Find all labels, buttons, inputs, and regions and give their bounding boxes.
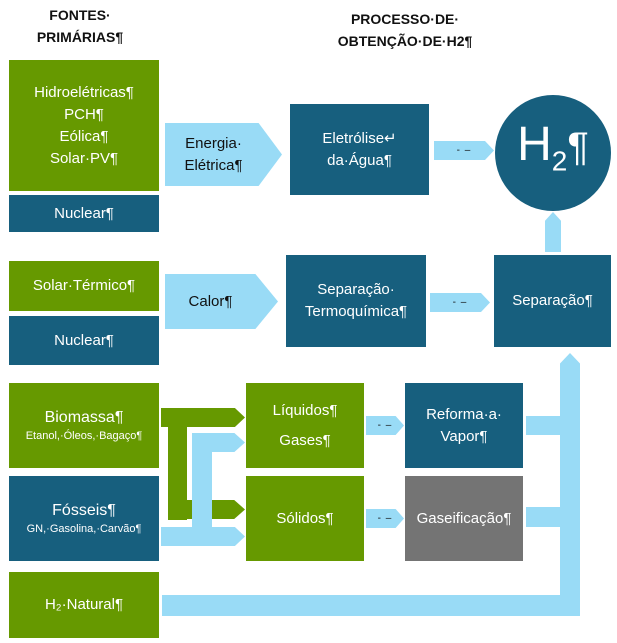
separation-box: Separação¶ bbox=[494, 255, 611, 347]
nuclear-label-1: Nuclear¶ bbox=[54, 204, 114, 222]
solids-to-gasification-arrow: - – bbox=[366, 509, 404, 528]
sources-header-line2: PRIMÁRIAS¶ bbox=[36, 29, 124, 45]
biomass-source-box: Biomassa¶ Etanol,·Óleos,·Bagaço¶ bbox=[9, 383, 159, 468]
biomass-connector-vertical bbox=[168, 408, 187, 520]
reforming-to-collector bbox=[526, 416, 566, 435]
h2-subscript: 2 bbox=[551, 145, 568, 177]
steam-reforming-label-1: Reforma·a· bbox=[426, 405, 502, 423]
arrow-mark: - – bbox=[377, 512, 393, 524]
arrow-mark: - – bbox=[456, 144, 472, 156]
fossil-subtitle: GN,·Gasolina,·Carvão¶ bbox=[26, 523, 142, 535]
electric-energy-label-2: Elétrica¶ bbox=[184, 156, 243, 174]
steam-reforming-label-2: Vapor¶ bbox=[440, 427, 488, 445]
source-pch: PCH¶ bbox=[64, 105, 104, 123]
biomass-title: Biomassa¶ bbox=[44, 409, 124, 426]
biomass-subtitle: Etanol,·Óleos,·Bagaço¶ bbox=[25, 430, 143, 442]
nuclear-source-box-2: Nuclear¶ bbox=[9, 316, 159, 365]
natural-h2-source-box: H₂·Natural¶ bbox=[9, 572, 159, 638]
process-header: PROCESSO·DE· OBTENÇÃO·DE·H2¶ bbox=[300, 8, 510, 52]
electrolysis-label-2: da·Água¶ bbox=[327, 151, 392, 169]
gasification-label: Gaseificação¶ bbox=[416, 509, 512, 527]
nuclear-label-2: Nuclear¶ bbox=[54, 331, 114, 349]
liquids-gases-box: Líquidos¶ Gases¶ bbox=[246, 383, 364, 468]
gasification-box: Gaseificação¶ bbox=[405, 476, 523, 561]
renewables-source-box: Hidroelétricas¶ PCH¶ Eólica¶ Solar·PV¶ bbox=[9, 60, 159, 191]
gases-label: Gases¶ bbox=[279, 431, 331, 449]
thermochemical-to-separation-arrow: - – bbox=[430, 293, 490, 312]
fossil-connector-vertical bbox=[192, 433, 212, 545]
electrolysis-label-1: Eletrólise↵ bbox=[322, 129, 397, 147]
nuclear-source-box-1: Nuclear¶ bbox=[9, 195, 159, 232]
collector-to-separation-arrow bbox=[560, 353, 580, 616]
electrolysis-to-h2-arrow: - – bbox=[434, 141, 494, 160]
natural-h2-to-collector bbox=[162, 595, 580, 616]
arrow-mark: - – bbox=[377, 419, 393, 431]
electrolysis-box: Eletrólise↵ da·Água¶ bbox=[290, 104, 429, 195]
separation-to-h2-arrow bbox=[545, 212, 561, 252]
h2-symbol: H2¶ bbox=[517, 117, 589, 186]
process-header-line1: PROCESSO·DE· bbox=[350, 11, 460, 27]
fossil-title: Fósseis¶ bbox=[52, 502, 116, 519]
gasification-to-collector bbox=[526, 507, 566, 527]
electric-energy-label-1: Energia· bbox=[185, 134, 242, 152]
solids-label: Sólidos¶ bbox=[276, 509, 334, 527]
heat-label: Calor¶ bbox=[188, 292, 233, 310]
source-hydro: Hidroelétricas¶ bbox=[34, 83, 134, 101]
steam-reforming-box: Reforma·a· Vapor¶ bbox=[405, 383, 523, 468]
source-wind: Eólica¶ bbox=[59, 127, 109, 145]
h2-product-circle: H2¶ bbox=[495, 95, 611, 211]
h2-main: H bbox=[517, 117, 552, 171]
heat-arrow: Calor¶ bbox=[165, 274, 278, 329]
thermochemical-separation-box: Separação· Termoquímica¶ bbox=[286, 255, 426, 347]
liquids-to-reforming-arrow: - – bbox=[366, 416, 404, 435]
thermochemical-label-1: Separação· bbox=[317, 281, 395, 298]
solar-thermal-source-box: Solar·Térmico¶ bbox=[9, 261, 159, 311]
source-solar-pv: Solar·PV¶ bbox=[49, 149, 119, 167]
liquids-label: Líquidos¶ bbox=[272, 401, 338, 419]
separation-label: Separação¶ bbox=[512, 292, 593, 309]
process-header-line2: OBTENÇÃO·DE·H2¶ bbox=[337, 33, 473, 49]
electric-energy-arrow: Energia· Elétrica¶ bbox=[165, 123, 282, 186]
arrow-mark: - – bbox=[452, 296, 468, 308]
natural-h2-label: H₂·Natural¶ bbox=[44, 596, 124, 613]
thermochemical-label-2: Termoquímica¶ bbox=[304, 303, 408, 320]
sources-header-line1: FONTES· bbox=[49, 7, 111, 23]
h2-mark: ¶ bbox=[567, 124, 589, 169]
solar-thermal-label: Solar·Térmico¶ bbox=[32, 277, 136, 294]
sources-header: FONTES· PRIMÁRIAS¶ bbox=[10, 4, 150, 48]
fossil-source-box: Fósseis¶ GN,·Gasolina,·Carvão¶ bbox=[9, 476, 159, 561]
fossil-to-solids-arrow bbox=[161, 527, 245, 546]
solids-box: Sólidos¶ bbox=[246, 476, 364, 561]
